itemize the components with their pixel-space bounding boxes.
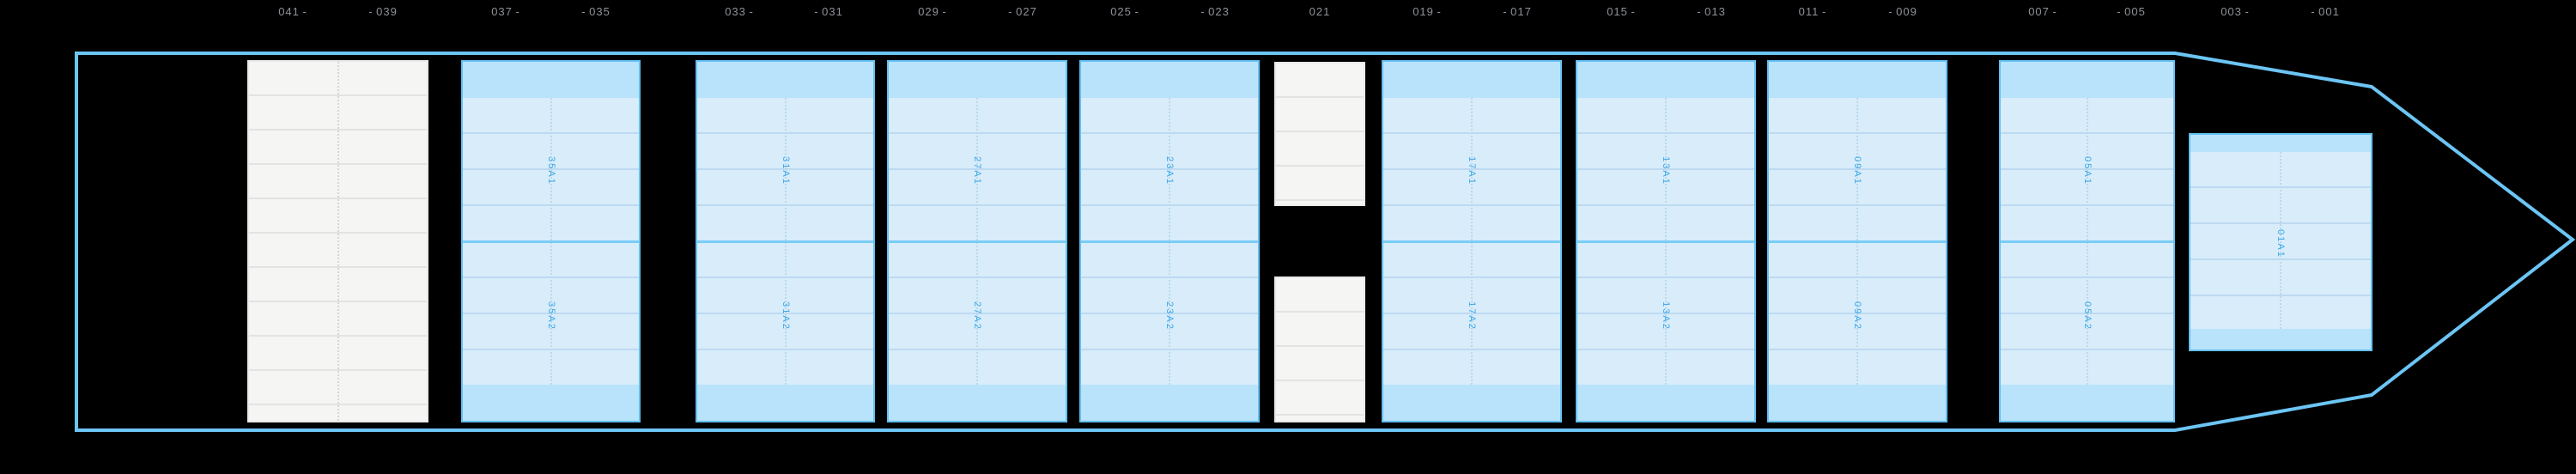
bay-number-label: 019 -	[1413, 5, 1442, 18]
bay-half-divider	[1081, 240, 1258, 243]
bay-number-label: - 039	[368, 5, 398, 18]
stack-band-top	[1769, 62, 1946, 98]
bay-number-label: 037 -	[491, 5, 520, 18]
stack-band-bottom	[2001, 385, 2173, 421]
bay-number-label: 015 -	[1607, 5, 1636, 18]
bay-half-divider	[2001, 240, 2173, 243]
hatch-grid-bay-39-41[interactable]	[247, 60, 428, 422]
bay-label: 05A1	[2081, 155, 2093, 185]
bay-number-label: 041 -	[278, 5, 307, 18]
stack-band-top	[2190, 135, 2371, 152]
stack-band-bottom	[2190, 329, 2371, 349]
hull-outline-path	[75, 52, 2576, 432]
bay-number-label: - 017	[1503, 5, 1532, 18]
stack-band-top	[2001, 62, 2173, 98]
bay-label: 31A2	[780, 301, 791, 331]
bay-09[interactable]: 09A1 09A2	[1767, 60, 1947, 422]
bay-label: 13A2	[1661, 301, 1671, 331]
bay-number-label: - 023	[1200, 5, 1230, 18]
bay-number-label: 007 -	[2028, 5, 2057, 18]
bay-label: 01A1	[2275, 229, 2286, 258]
bay-number-label: 003 -	[2221, 5, 2250, 18]
bay-label: 09A2	[1852, 301, 1862, 331]
grid-center-dotted-line	[337, 62, 339, 421]
bay-13[interactable]: 13A1 13A2	[1576, 60, 1756, 422]
bay-17[interactable]: 17A1 17A2	[1382, 60, 1562, 422]
stack-band-top	[697, 62, 873, 98]
stack-band-top	[463, 62, 639, 98]
bay-label: 23A1	[1164, 155, 1175, 185]
stack-band-bottom	[697, 385, 873, 421]
stack-band-bottom	[1081, 385, 1258, 421]
bay-number-label: - 001	[2311, 5, 2340, 18]
stack-band-bottom	[1577, 385, 1754, 421]
bay-number-label: - 013	[1697, 5, 1726, 18]
bay-number-label: 033 -	[725, 5, 754, 18]
bay-half-divider	[1769, 240, 1946, 243]
stack-band-top	[889, 62, 1066, 98]
bay-label: 13A1	[1661, 155, 1671, 185]
bay-number-label: - 009	[1888, 5, 1917, 18]
hatch-grid-bay-21-lower[interactable]	[1274, 276, 1365, 422]
stack-band-bottom	[889, 385, 1066, 421]
bay-23[interactable]: 23A1 23A2	[1079, 60, 1260, 422]
bay-number-label: 025 -	[1110, 5, 1139, 18]
bay-label: 05A2	[2081, 301, 2093, 331]
bay-label: 17A1	[1467, 155, 1477, 185]
bay-label: 23A2	[1164, 301, 1175, 331]
bay-label: 27A1	[972, 155, 982, 185]
bay-half-divider	[1577, 240, 1754, 243]
stack-band-top	[1081, 62, 1258, 98]
bay-01[interactable]: 01A1	[2189, 133, 2372, 351]
stack-band-bottom	[463, 385, 639, 421]
hatch-grid-bay-21-upper[interactable]	[1274, 62, 1365, 206]
stack-band-bottom	[1769, 385, 1946, 421]
bay-label: 35A1	[545, 155, 556, 185]
bay-label: 35A2	[545, 301, 556, 331]
bay-number-label: - 035	[581, 5, 611, 18]
bay-half-divider	[889, 240, 1066, 243]
bay-31[interactable]: 31A1 31A2	[696, 60, 875, 422]
bay-label: 31A1	[780, 155, 791, 185]
bay-center-dotted-line	[2280, 152, 2281, 329]
bay-half-divider	[1383, 240, 1560, 243]
bay-number-label: - 031	[814, 5, 843, 18]
bay-number-label: - 005	[2117, 5, 2146, 18]
bay-number-label: 021	[1309, 5, 1331, 18]
bay-label: 17A2	[1467, 301, 1477, 331]
bay-half-divider	[463, 240, 639, 243]
bay-label: 27A2	[972, 301, 982, 331]
stack-band-bottom	[1383, 385, 1560, 421]
stack-band-top	[1383, 62, 1560, 98]
bay-27[interactable]: 27A1 27A2	[887, 60, 1067, 422]
stack-band-top	[1577, 62, 1754, 98]
bay-35[interactable]: 35A1 35A2	[461, 60, 641, 422]
bay-number-label: 029 -	[918, 5, 947, 18]
bay-number-label: 011 -	[1798, 5, 1827, 18]
bay-number-label: - 027	[1008, 5, 1037, 18]
bay-half-divider	[697, 240, 873, 243]
bay-label: 09A1	[1852, 155, 1862, 185]
bay-05[interactable]: 05A1 05A2	[1999, 60, 2175, 422]
